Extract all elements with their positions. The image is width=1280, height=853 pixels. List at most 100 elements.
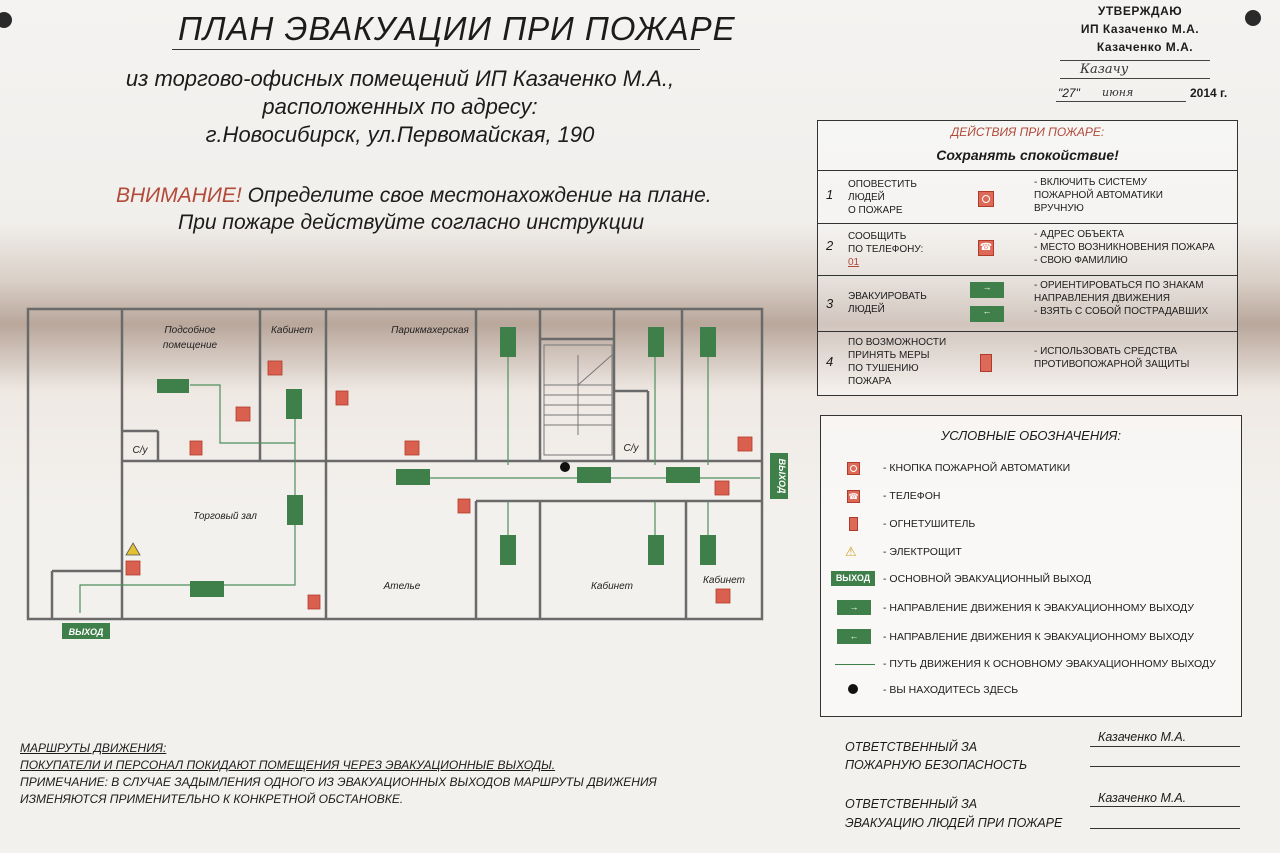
room-label-atelye: Ателье xyxy=(383,581,421,592)
exit-left-sign xyxy=(62,623,110,639)
notes-line-2: ПРИМЕЧАНИЕ: В СЛУЧАЕ ЗАДЫМЛЕНИЯ ОДНОГО И… xyxy=(20,775,657,789)
evacuation-notes: МАРШРУТЫ ДВИЖЕНИЯ: ПОКУПАТЕЛИ И ПЕРСОНАЛ… xyxy=(20,740,657,808)
legend-item-label: - НАПРАВЛЕНИЕ ДВИЖЕНИЯ К ЭВАКУАЦИОННОМУ … xyxy=(883,631,1194,643)
approval-org: ИП Казаченко М.А. xyxy=(1080,22,1200,36)
approval-day: "27" xyxy=(1058,86,1080,100)
approval-signature: Казачу xyxy=(1080,62,1129,77)
exit-right-label: ВЫХОД xyxy=(777,459,787,494)
action-result: - АДРЕС ОБЪЕКТА- МЕСТО ВОЗНИКНОВЕНИЯ ПОЖ… xyxy=(1034,229,1215,266)
subtitle-line-3: г.Новосибирск, ул.Первомайская, 190 xyxy=(205,122,595,147)
signature-line xyxy=(1090,746,1240,747)
notes-heading: МАРШРУТЫ ДВИЖЕНИЯ: xyxy=(20,741,167,755)
phone-icon: ☎ xyxy=(978,240,994,256)
screw-icon xyxy=(0,12,12,28)
extinguisher-icon xyxy=(849,517,858,531)
exit-right-sign xyxy=(770,453,788,499)
legend-item-label: - ЭЛЕКТРОЩИТ xyxy=(883,546,962,558)
action-number: 1 xyxy=(826,187,834,202)
notes-line-3: ИЗМЕНЯЮТСЯ ПРИМЕНИТЕЛЬНО К КОНКРЕТНОЙ ОБ… xyxy=(20,792,404,806)
exit-direction-icon: ← xyxy=(837,629,871,644)
responsible-fire-name: Казаченко М.А. xyxy=(1098,730,1187,744)
room-label-su-left: С/у xyxy=(133,445,149,456)
actions-subheading: Сохранять спокойствие! xyxy=(936,147,1119,163)
room-label-torgovyi-zal: Торговый зал xyxy=(193,511,257,522)
exit-signs xyxy=(157,327,716,597)
date-line xyxy=(1056,101,1186,102)
electrical-panel-icon xyxy=(125,542,141,556)
warning-line-2: При пожаре действуйте согласно инструкци… xyxy=(178,211,645,234)
warning-text: Определите свое местонахождение на плане… xyxy=(241,184,712,207)
legend-item-label: - ТЕЛЕФОН xyxy=(883,490,941,502)
legend-box: УСЛОВНЫЕ ОБОЗНАЧЕНИЯ: - КНОПКА ПОЖАРНОЙ … xyxy=(820,415,1242,717)
approval-heading: УТВЕРЖДАЮ xyxy=(1097,4,1183,18)
room-label-parikmaherskaya: Парикмахерская xyxy=(391,325,469,336)
legend-title: УСЛОВНЫЕ ОБОЗНАЧЕНИЯ: xyxy=(940,428,1122,443)
signature-line xyxy=(1090,766,1240,767)
warning-line-1: ВНИМАНИЕ! Определите свое местонахождени… xyxy=(116,184,712,208)
signature-line xyxy=(1090,828,1240,829)
responsible-evac-label-2: ЭВАКУАЦИЮ ЛЮДЕЙ ПРИ ПОЖАРЕ xyxy=(845,816,1063,830)
room-label-kabinet-right: Кабинет xyxy=(703,574,745,586)
alarm-button-icon xyxy=(847,462,860,475)
fire-actions-box: ДЕЙСТВИЯ ПРИ ПОЖАРЕ: Сохранять спокойств… xyxy=(817,120,1238,396)
responsible-evac-name: Казаченко М.А. xyxy=(1098,791,1187,805)
legend-item-label: - ПУТЬ ДВИЖЕНИЯ К ОСНОВНОМУ ЭВАКУАЦИОННО… xyxy=(883,658,1216,670)
room-label-su-right: С/у xyxy=(624,443,640,454)
action-number: 3 xyxy=(826,296,834,311)
approval-person: Казаченко М.А. xyxy=(1096,40,1194,54)
action-number: 2 xyxy=(826,238,834,253)
you-are-here-icon xyxy=(848,684,858,694)
title-underline xyxy=(172,49,700,50)
electrical-panel-icon: ⚠ xyxy=(845,544,857,559)
screw-icon xyxy=(1245,10,1261,26)
approval-year: 2014 г. xyxy=(1190,86,1228,100)
evacuation-routes xyxy=(79,339,760,613)
phone-icon: ☎ xyxy=(847,490,860,503)
extinguisher-icon xyxy=(980,354,992,372)
alarm-button-icon xyxy=(978,191,994,207)
exit-left-label: ВЫХОД xyxy=(69,627,104,637)
subtitle-line-2: расположенных по адресу: xyxy=(262,94,538,119)
route-line-icon xyxy=(835,664,875,665)
legend-item-label: - ОСНОВНОЙ ЭВАКУАЦИОННЫЙ ВЫХОД xyxy=(883,573,1091,585)
exit-direction-icon: ← xyxy=(970,306,1004,322)
legend-item-label: - КНОПКА ПОЖАРНОЙ АВТОМАТИКИ xyxy=(883,462,1071,474)
room-label-podsobnoe-1: Подсобное xyxy=(164,324,216,336)
room-label-kabinet-top: Кабинет xyxy=(271,324,313,336)
fire-equipment-icons xyxy=(125,360,753,610)
exit-direction-icon: → xyxy=(837,600,871,615)
signature-line xyxy=(1060,78,1210,79)
actions-heading: ДЕЙСТВИЯ ПРИ ПОЖАРЕ: xyxy=(950,125,1105,139)
responsible-fire-label-2: ПОЖАРНУЮ БЕЗОПАСНОСТЬ xyxy=(845,758,1028,772)
room-label-kabinet-bottom: Кабинет xyxy=(591,580,633,592)
exit-direction-icon: → xyxy=(970,282,1004,298)
page-title: ПЛАН ЭВАКУАЦИИ ПРИ ПОЖАРЕ xyxy=(178,10,736,47)
room-label-podsobnoe-2: помещение xyxy=(163,340,218,351)
notes-line-1: ПОКУПАТЕЛИ И ПЕРСОНАЛ ПОКИДАЮТ ПОМЕЩЕНИЯ… xyxy=(20,758,556,772)
responsible-fire-label-1: ОТВЕТСТВЕННЫЙ ЗА xyxy=(845,740,978,754)
action-number: 4 xyxy=(826,354,834,369)
main-exit-icon: ВЫХОД xyxy=(831,571,875,586)
subtitle-line-1: из торгово-офисных помещений ИП Казаченк… xyxy=(125,66,675,91)
floor-plan: Подсобное помещение Кабинет Парикмахерск… xyxy=(26,307,788,639)
room-labels: Подсобное помещение Кабинет Парикмахерск… xyxy=(133,324,745,592)
warning-label: ВНИМАНИЕ! xyxy=(116,184,242,207)
legend-item-label: - ВЫ НАХОДИТЕСЬ ЗДЕСЬ xyxy=(883,684,1019,696)
staircase xyxy=(543,344,613,456)
approval-month: июня xyxy=(1102,86,1134,99)
responsible-evac-label-1: ОТВЕТСТВЕННЫЙ ЗА xyxy=(845,797,978,811)
legend-item-label: - НАПРАВЛЕНИЕ ДВИЖЕНИЯ К ЭВАКУАЦИОННОМУ … xyxy=(883,602,1194,614)
legend-item-label: - ОГНЕТУШИТЕЛЬ xyxy=(883,518,976,530)
approval-line xyxy=(1060,60,1210,61)
